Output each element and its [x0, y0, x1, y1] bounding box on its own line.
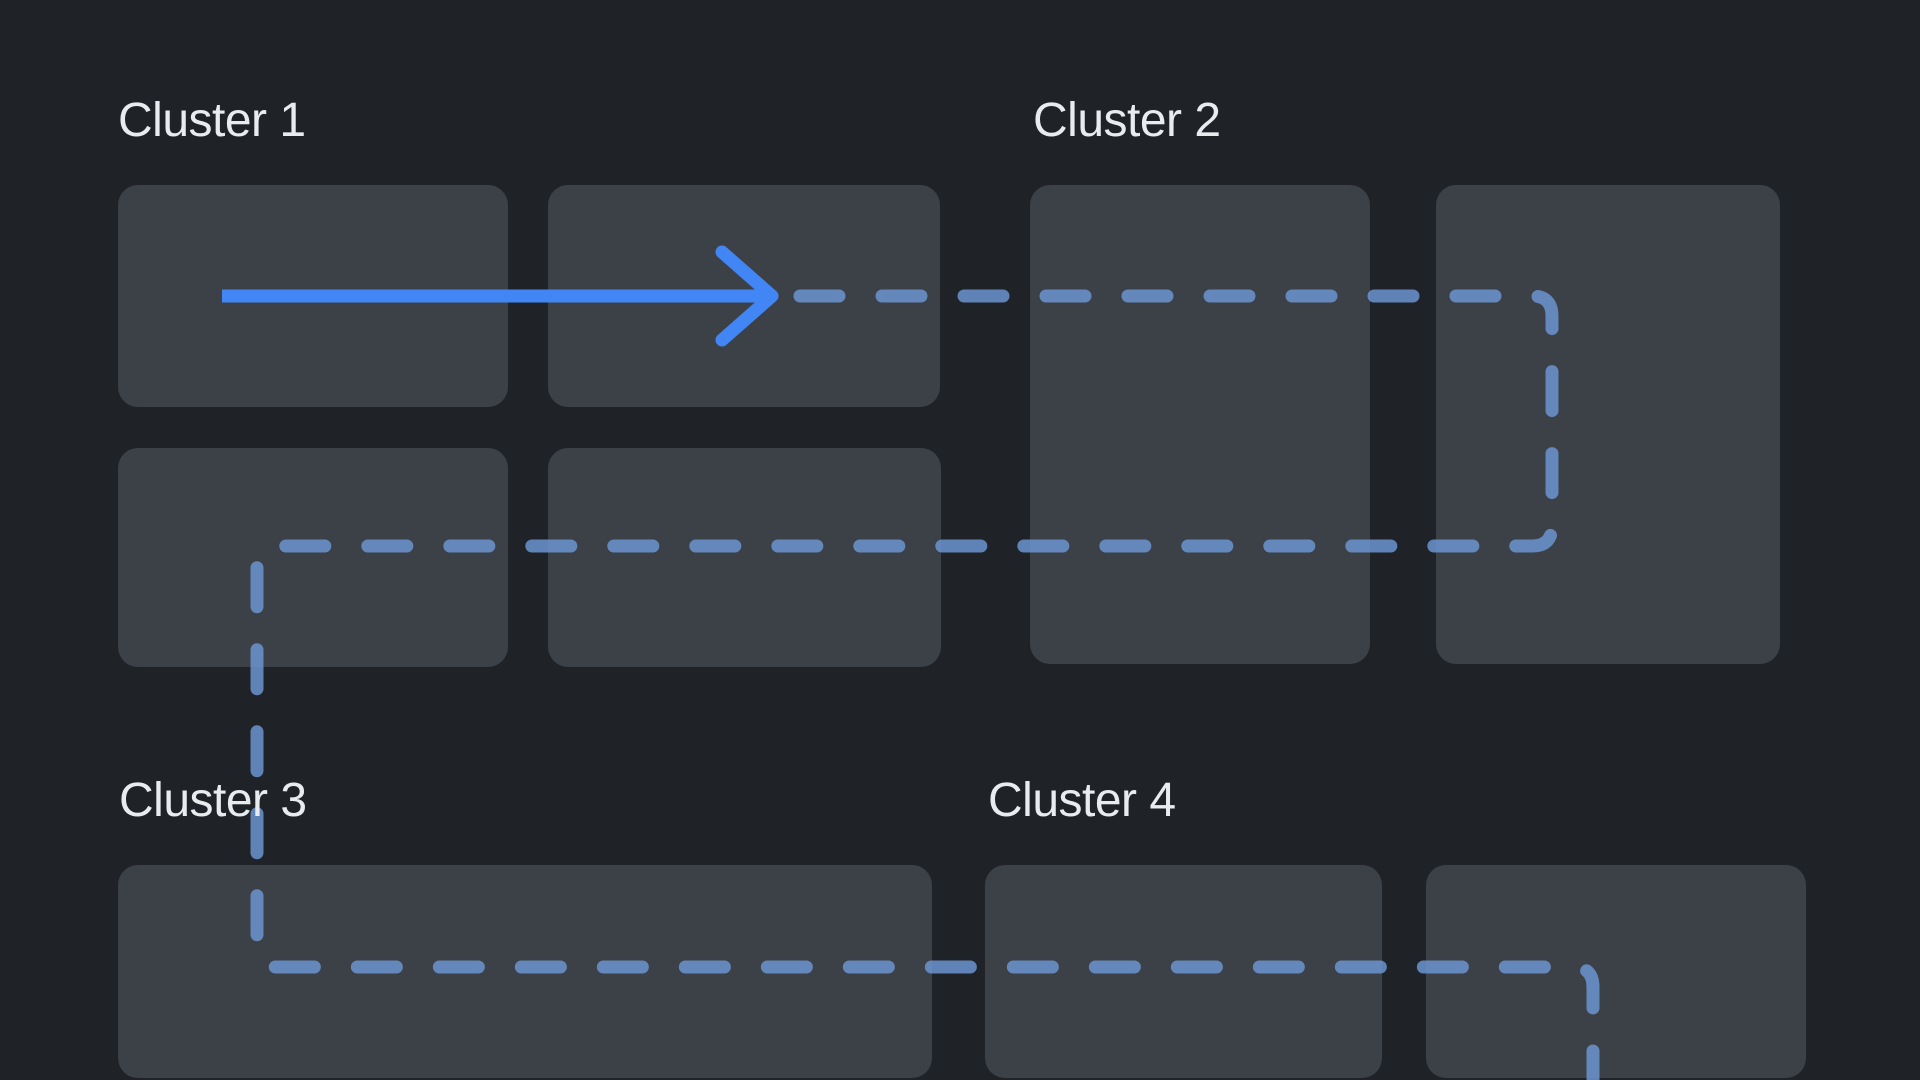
cluster-1-label: Cluster 1 [118, 94, 306, 147]
cluster-box-cluster-2 [1436, 185, 1780, 664]
cluster-4-label: Cluster 4 [988, 774, 1176, 827]
cluster-box-cluster-4 [1426, 865, 1806, 1078]
cluster-box-cluster-1 [548, 448, 941, 667]
cluster-box-cluster-2 [1030, 185, 1370, 664]
cluster-3-label: Cluster 3 [119, 774, 307, 827]
cluster-box-cluster-1 [118, 185, 508, 407]
cluster-2-label: Cluster 2 [1033, 94, 1221, 147]
cluster-box-cluster-4 [985, 865, 1382, 1078]
cluster-box-cluster-1 [118, 448, 508, 667]
cluster-box-cluster-3 [118, 865, 932, 1078]
cluster-box-cluster-1 [548, 185, 940, 407]
